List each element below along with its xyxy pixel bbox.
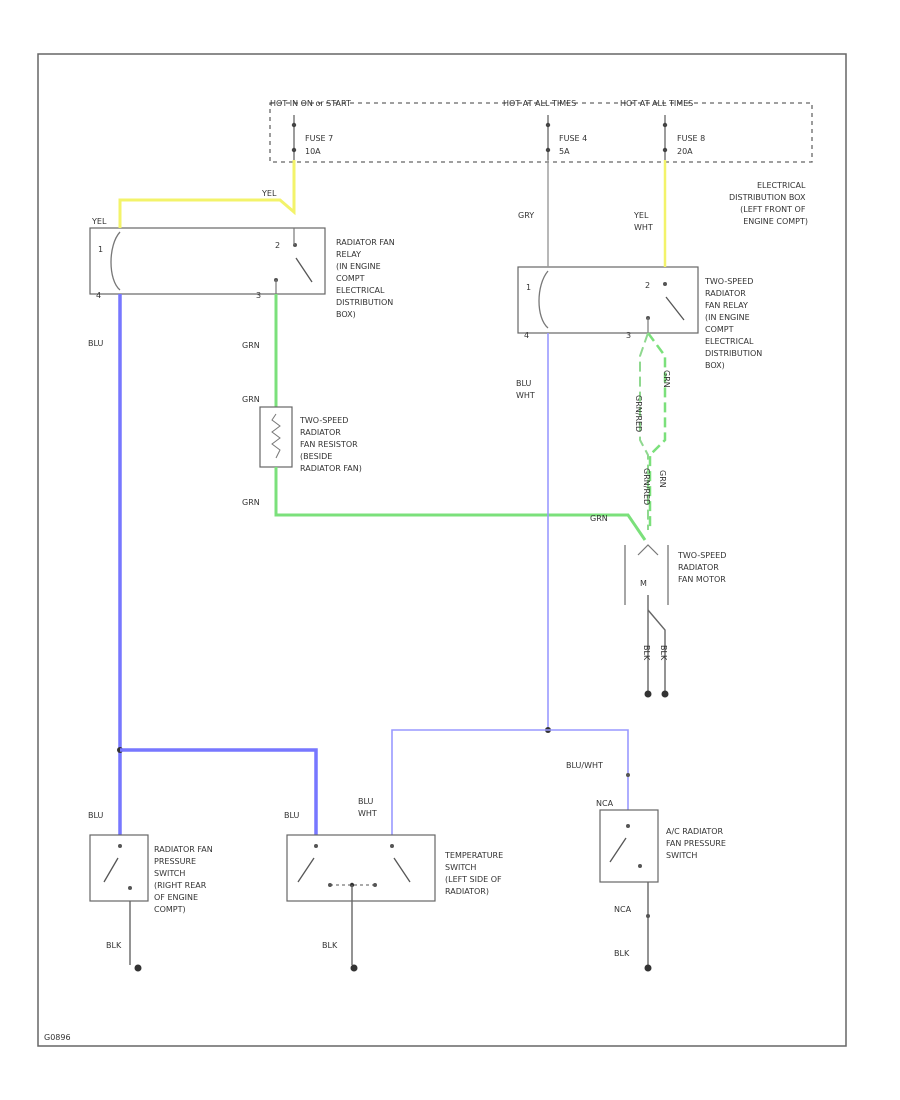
hot-label-left: HOT IN ON or START xyxy=(270,99,351,108)
diagram-code: G0896 xyxy=(44,1033,71,1042)
hot-label-mid: HOT AT ALL TIMES xyxy=(503,99,576,108)
wire-blk1-label: BLK xyxy=(106,941,122,950)
ac-fan-pressure-switch-label: A/C RADIATOR FAN PRESSURE SWITCH xyxy=(666,827,728,860)
svg-text:5A: 5A xyxy=(559,147,570,156)
temperature-switch-label: TEMPERATURE SWITCH (LEFT SIDE OF RADIATO… xyxy=(444,851,506,896)
fan-motor: M xyxy=(624,544,669,605)
wire-blu-mid-label: BLU xyxy=(284,811,300,820)
svg-text:3: 3 xyxy=(256,291,261,300)
ground-3 xyxy=(644,964,652,972)
svg-text:FUSE 4: FUSE 4 xyxy=(559,134,587,143)
wire-grn-wht-label-2: GRN xyxy=(658,470,667,488)
svg-text:M: M xyxy=(640,579,647,588)
wire-blk3-label: BLK xyxy=(614,949,630,958)
wire-grn-label-mid: GRN xyxy=(590,514,608,523)
ground-motor-1 xyxy=(644,690,652,698)
ground-motor-2 xyxy=(661,690,669,698)
radiator-fan-relay: 1 4 2 3 xyxy=(89,227,326,300)
wire-blu-to-temp xyxy=(120,748,318,835)
wire-blu-left-label: BLU xyxy=(88,811,104,820)
wire-blu-wht-label: BLU WHT xyxy=(516,379,535,400)
wire-blu-label: BLU xyxy=(88,339,104,348)
svg-text:2: 2 xyxy=(645,281,650,290)
svg-text:3: 3 xyxy=(626,331,631,340)
svg-text:FUSE 8: FUSE 8 xyxy=(677,134,705,143)
wire-yel-label: YEL xyxy=(261,189,277,198)
svg-text:10A: 10A xyxy=(305,147,321,156)
wire-grn-red-label: GRN/RED xyxy=(634,395,643,432)
wire-blu-wht-ac-label: BLU/WHT xyxy=(566,761,603,770)
radiator-fan-relay-label: RADIATOR FAN RELAY (IN ENGINE COMPT ELEC… xyxy=(336,238,397,319)
wire-blk-m2-label: BLK xyxy=(659,645,668,661)
wire-blk-m1-label: BLK xyxy=(642,645,651,661)
wire-blu-wht-to-ac xyxy=(548,729,629,810)
svg-text:NCA: NCA xyxy=(614,905,632,914)
wire-blu-wht-temp-label: BLU WHT xyxy=(358,797,377,818)
wire-motor-gnd-2 xyxy=(647,609,666,692)
wire-blk2-label: BLK xyxy=(322,941,338,950)
svg-text:1: 1 xyxy=(98,245,103,254)
fan-resistor-label: TWO-SPEED RADIATOR FAN RESISTOR (BESIDE … xyxy=(299,416,362,473)
wire-grn-label-res: GRN xyxy=(242,395,260,404)
fuse-block-outline xyxy=(269,102,813,163)
wire-blu-wht-to-temp xyxy=(391,729,548,835)
fuse-4: FUSE 4 5A xyxy=(545,115,587,160)
wire-gry-label: GRY xyxy=(518,211,534,220)
wire-grn-label-upper: GRN xyxy=(242,341,260,350)
ground-1 xyxy=(134,964,142,972)
fuse-7: FUSE 7 10A xyxy=(291,115,333,160)
radiator-fan-pressure-switch xyxy=(89,834,149,965)
svg-text:4: 4 xyxy=(96,291,101,300)
hot-label-right: HOT AT ALL TIMES xyxy=(620,99,693,108)
wire-grn-red-label-2: GRN/RED xyxy=(642,468,651,505)
wire-yel-wht-label: YEL WHT xyxy=(633,211,653,232)
two-speed-fan-relay: 1 4 2 3 xyxy=(517,266,699,340)
fan-resistor xyxy=(259,406,293,468)
radiator-fan-pressure-switch-label: RADIATOR FAN PRESSURE SWITCH (RIGHT REAR… xyxy=(154,845,215,914)
svg-text:NCA: NCA xyxy=(596,799,614,808)
wire-yel xyxy=(118,160,296,228)
ground-2 xyxy=(350,964,358,972)
fuse-8: FUSE 8 20A xyxy=(662,115,705,160)
wire-grn-relay2-b xyxy=(639,332,649,530)
fan-motor-label: TWO-SPEED RADIATOR FAN MOTOR xyxy=(677,551,729,584)
svg-text:4: 4 xyxy=(524,331,529,340)
wire-grn-relay2-a xyxy=(646,332,667,530)
ac-fan-pressure-switch: NCA NCA xyxy=(596,773,659,965)
relay1-pin-yel-label: YEL xyxy=(91,217,107,226)
svg-text:20A: 20A xyxy=(677,147,693,156)
diagram-frame xyxy=(37,53,847,1047)
svg-text:FUSE 7: FUSE 7 xyxy=(305,134,333,143)
distribution-box-label: ELECTRICAL DISTRIBUTION BOX (LEFT FRONT … xyxy=(729,181,808,226)
svg-text:1: 1 xyxy=(526,283,531,292)
wire-grn-label-lower: GRN xyxy=(242,498,260,507)
wire-grn-lower xyxy=(274,467,647,541)
svg-text:2: 2 xyxy=(275,241,280,250)
temperature-switch xyxy=(286,834,436,965)
wire-grn-wht-label: GRN xyxy=(662,370,671,388)
two-speed-fan-relay-label: TWO-SPEED RADIATOR FAN RELAY (IN ENGINE … xyxy=(704,277,765,370)
